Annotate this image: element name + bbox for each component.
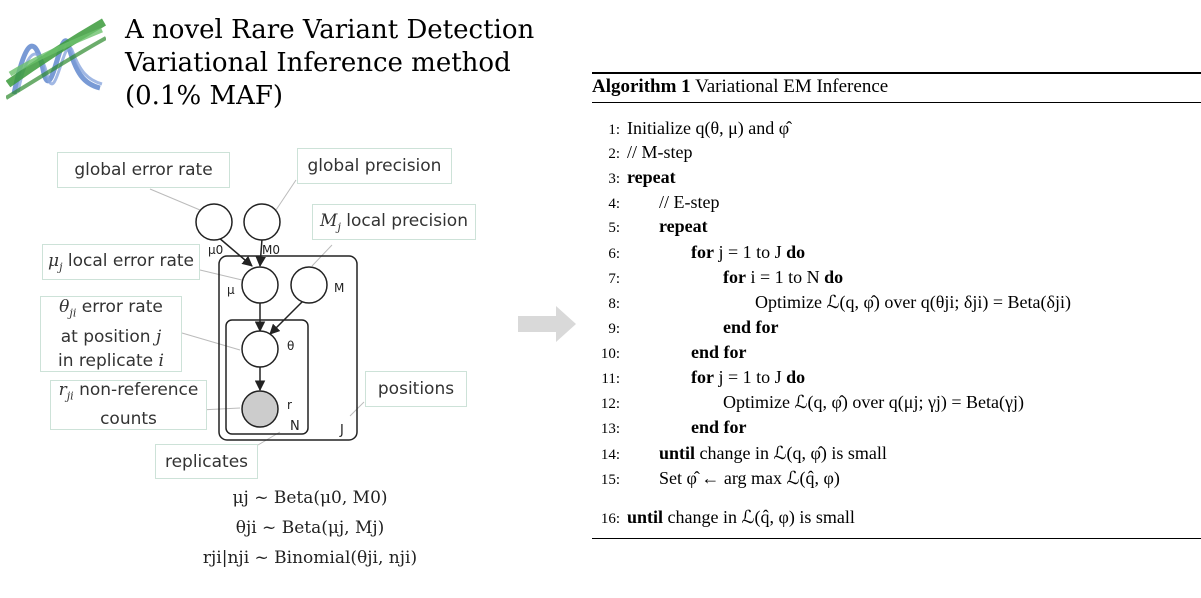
algorithm-bottom-rule [592, 538, 1201, 539]
algorithm-label: Algorithm 1 [592, 76, 691, 97]
algorithm-line-number: 9: [608, 321, 620, 337]
algorithm-line: 7: for i = 1 to N do [592, 265, 843, 290]
algorithm-line-text: until change in ℒ(q, φ̂) is small [659, 443, 887, 463]
algorithm-line: 16: until change in ℒ(q̂, φ) is small [592, 505, 855, 530]
algorithm-line: 10: end for [592, 340, 747, 365]
callout-local-precision: Mj local precision [312, 204, 476, 240]
algorithm-line: 13: end for [592, 415, 747, 440]
algorithm-line-text: repeat [659, 216, 708, 236]
leader-local-error [199, 269, 243, 281]
model-equations: μj ~ Beta(μ0, M0) θji ~ Beta(μj, Mj) rji… [150, 483, 470, 573]
right-arrow-icon [518, 306, 576, 342]
algorithm-line-text: until change in ℒ(q̂, φ) is small [627, 507, 855, 527]
equation-r: rji|nji ~ Binomial(θji, nji) [202, 548, 418, 568]
algorithm-line-number: 16: [600, 511, 620, 527]
node-r-observed [241, 390, 279, 428]
algorithm-line-text: for j = 1 to J do [691, 367, 806, 387]
callout-replicates: replicates [155, 444, 258, 479]
algorithm-line: 14: until change in ℒ(q, φ̂) is small [592, 441, 887, 466]
node-label-theta: θ [287, 339, 295, 353]
callout-global-precision: global precision [297, 148, 452, 184]
algorithm-line-number: 6: [608, 246, 620, 262]
dna-logo-icon [6, 18, 106, 100]
node-M [290, 266, 328, 304]
plate-replicates [225, 319, 309, 435]
algorithm-line-number: 8: [608, 296, 620, 312]
algorithm-line: 2: // M-step [592, 140, 693, 165]
algorithm-line-number: 7: [608, 271, 620, 287]
algorithm-line-text: for i = 1 to N do [723, 267, 844, 287]
algorithm-line-text: // M-step [627, 142, 693, 162]
algorithm-line-number: 15: [600, 472, 620, 488]
algorithm-line: 6: for j = 1 to J do [592, 240, 805, 265]
leader-global-error [149, 188, 201, 211]
equation-theta: θji ~ Beta(μj, Mj) [235, 518, 385, 538]
algorithm-line-text: end for [691, 417, 747, 437]
algorithm-line-text: Set φ̂ ← arg max ℒ(q̂, φ) [659, 468, 840, 488]
algorithm-line: 5: repeat [592, 214, 708, 239]
node-label-mu0: μ0 [208, 243, 224, 257]
title-line-1: A novel Rare Variant Detection [125, 15, 535, 45]
algorithm-line: 3: repeat [592, 165, 676, 190]
equation-mu: μj ~ Beta(μ0, M0) [232, 488, 388, 508]
plate-label-N: N [290, 419, 300, 434]
algorithm-line-number: 11: [601, 371, 620, 387]
node-mu [241, 266, 279, 304]
algorithm-line: 11: for j = 1 to J do [592, 365, 805, 390]
algorithm-line: 15: Set φ̂ ← arg max ℒ(q̂, φ) [592, 466, 840, 491]
algorithm-line-text: for j = 1 to J do [691, 242, 806, 262]
title-line-2: Variational Inference method [125, 48, 511, 78]
leader-global-precision [275, 179, 297, 211]
algorithm-line-number: 12: [600, 396, 620, 412]
node-label-mu: μ [227, 283, 235, 297]
node-theta [241, 330, 279, 368]
algorithm-line-number: 3: [608, 171, 620, 187]
algorithm-line-text: repeat [627, 167, 676, 187]
graphical-model-diagram: μ0 M0 μ M θ r N J global error rate glob… [0, 140, 520, 479]
algorithm-line-text: end for [723, 317, 779, 337]
title-line-3: (0.1% MAF) [125, 81, 284, 111]
callout-positions: positions [365, 371, 467, 407]
algorithm-line-text: Initialize q(θ, μ) and φ̂ [627, 118, 790, 138]
algorithm-line-number: 4: [608, 196, 620, 212]
algorithm-line: 4: // E-step [592, 190, 720, 215]
node-label-M0: M0 [262, 243, 280, 257]
algorithm-line-text: Optimize ℒ(q, φ̂) over q(θji; δji) = Bet… [755, 292, 1072, 312]
node-mu0 [195, 203, 233, 241]
algorithm-line-number: 1: [608, 122, 620, 138]
algorithm-top-rule [592, 72, 1201, 74]
algorithm-line: 1: Initialize q(θ, μ) and φ̂ [592, 116, 789, 141]
algorithm-box: Algorithm 1 Variational EM Inference 1: I… [592, 72, 1201, 540]
plate-label-J: J [340, 423, 344, 438]
node-label-M: M [334, 281, 345, 295]
node-M0 [243, 203, 281, 241]
algorithm-line-number: 2: [608, 146, 620, 162]
callout-theta-error-rate: θji error rate at position j in replicat… [40, 296, 182, 372]
algorithm-header: Algorithm 1 Variational EM Inference [592, 76, 888, 98]
algorithm-line-number: 14: [600, 447, 620, 463]
leader-theta [181, 332, 241, 351]
algorithm-line-number: 5: [608, 220, 620, 236]
model-graph [149, 179, 365, 446]
algorithm-line-number: 10: [600, 346, 620, 362]
algorithm-name: Variational EM Inference [695, 76, 889, 97]
algorithm-line-number: 13: [600, 421, 620, 437]
algorithm-line: 8: Optimize ℒ(q, φ̂) over q(θji; δji) = B… [592, 290, 1071, 315]
algorithm-header-rule [592, 102, 1201, 103]
algorithm-line-text: end for [691, 342, 747, 362]
callout-local-error-rate: μj local error rate [42, 244, 200, 280]
algorithm-line: 12: Optimize ℒ(q, φ̂) over q(μj; γj) = Be… [592, 390, 1024, 415]
algorithm-line-text: // E-step [659, 192, 720, 212]
callout-nonreference-counts: rji non-reference counts [50, 380, 207, 430]
algorithm-line: 9: end for [592, 315, 779, 340]
node-label-r: r [287, 398, 292, 412]
plate-positions [218, 255, 358, 441]
callout-global-error-rate: global error rate [57, 152, 230, 188]
page-title: A novel Rare Variant Detection Variation… [125, 14, 534, 113]
algorithm-line-text: Optimize ℒ(q, φ̂) over q(μj; γj) = Beta(… [723, 392, 1024, 412]
